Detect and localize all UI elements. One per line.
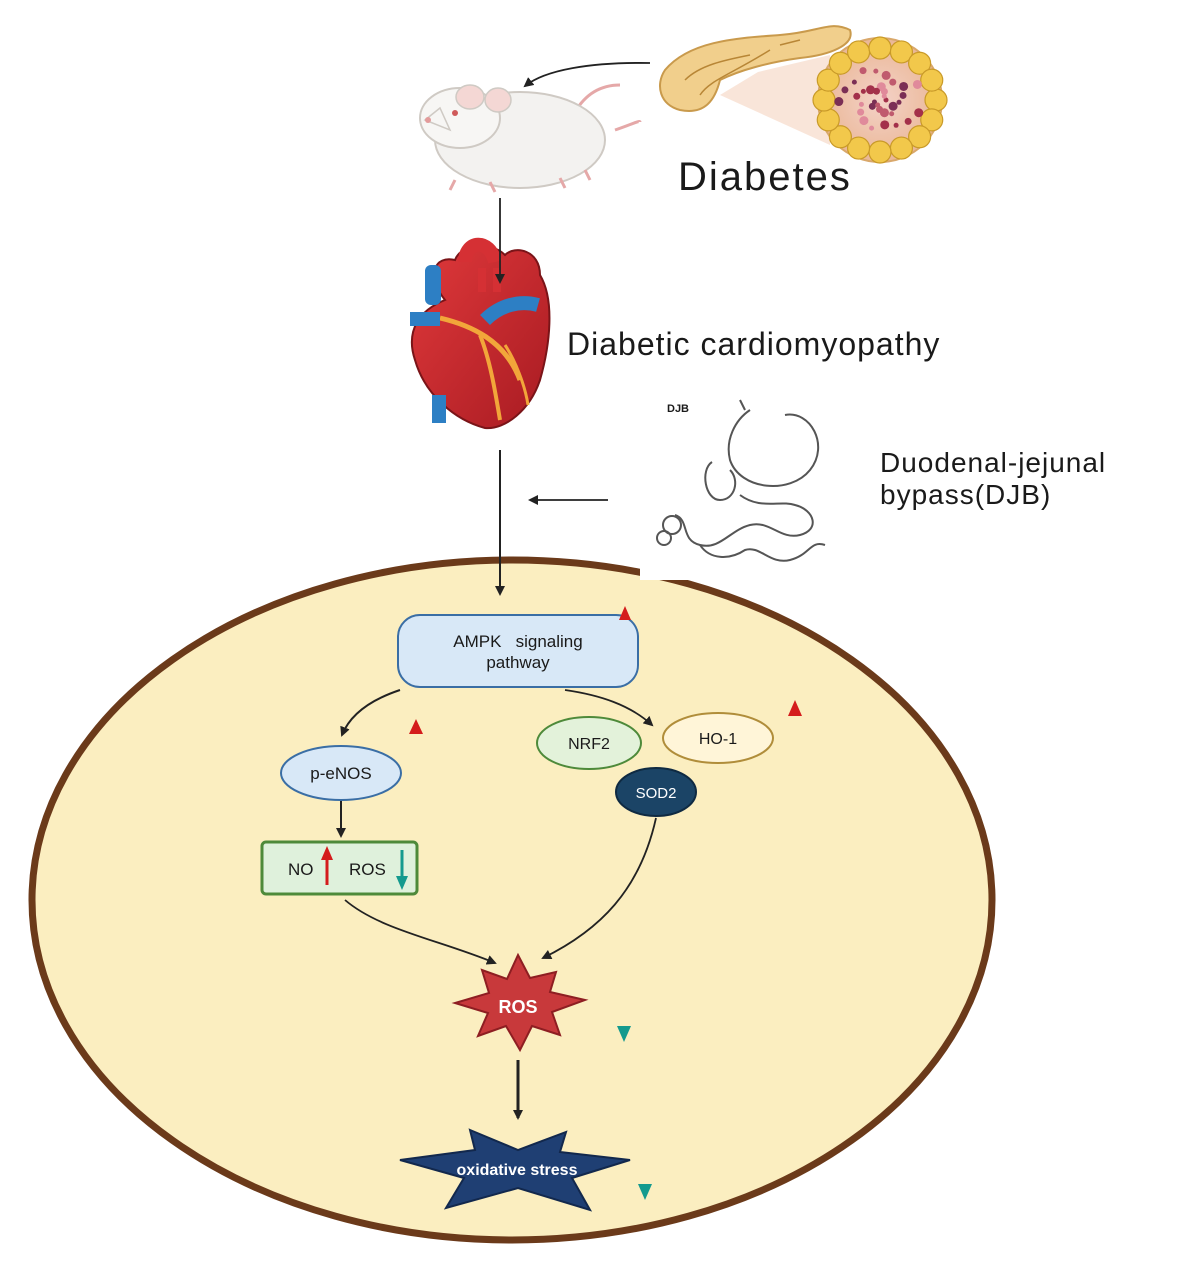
islet-cell [857, 108, 865, 116]
p-enos-label: p-eNOS [310, 764, 371, 783]
djb-tag-label: DJB [667, 403, 689, 415]
ho1-node [662, 712, 774, 764]
arrow-pancreas-to-rat [523, 62, 651, 88]
sod2-label: SOD2 [636, 785, 677, 802]
islet-cell [872, 87, 880, 95]
nrf2-label: NRF2 [568, 736, 610, 753]
islet-cells-icon [812, 36, 948, 164]
ampk-node [397, 614, 639, 688]
islet-cell [888, 101, 898, 111]
ampk-label-line1: AMPK signaling [453, 632, 582, 651]
islet-cell [914, 108, 924, 118]
djb-illustration-backdrop [640, 395, 865, 580]
acinar-cell [868, 140, 892, 164]
islet-cell [899, 81, 909, 91]
diabetes-label: Diabetes [678, 155, 852, 199]
islet-cell [873, 68, 879, 74]
islet-cell [876, 105, 884, 113]
acinar-cell [828, 51, 853, 75]
heart-icon [410, 237, 551, 430]
djb-label-line1: Duodenal-jejunal [880, 447, 1106, 478]
acinar-cell [907, 125, 932, 149]
islet-cell [858, 101, 864, 107]
acinar-cell [846, 136, 871, 160]
ho1-label: HO-1 [699, 731, 737, 748]
islet-cell [889, 111, 895, 117]
islet-cell [834, 97, 844, 107]
acinar-cell [889, 136, 914, 160]
arrow-ampk-to-ho1 [564, 689, 654, 727]
ampk-up-arrow-head [619, 606, 631, 620]
acinar-cell [868, 36, 892, 60]
islet-cell [904, 117, 912, 125]
islet-cell [883, 97, 889, 103]
acinar-cell [920, 108, 944, 132]
islet-cell [899, 91, 907, 99]
acinar-cell [828, 125, 853, 149]
pancreas-icon [659, 25, 852, 112]
islet-cell [871, 99, 877, 105]
islet-cell [841, 86, 849, 94]
islet-cell [859, 67, 867, 75]
stomach-intestine-icon [656, 399, 826, 562]
ros-burst [451, 952, 589, 1053]
rat-icon [419, 83, 642, 193]
islet-cell [893, 122, 899, 128]
djb-label-line2: bypass(DJB) [880, 479, 1051, 510]
islet-cell [912, 79, 922, 89]
oxidative-stress-burst [399, 1128, 631, 1212]
ros-small-down-arrow-head [396, 876, 408, 890]
cardiomyopathy-label: Diabetic cardiomyopathy [567, 326, 940, 362]
arrow-ampk-to-penos [340, 689, 401, 737]
p-enos-node [280, 745, 402, 801]
islet-cell [869, 125, 875, 131]
islet-cell [851, 79, 857, 85]
islet-cell [853, 92, 861, 100]
sod2-node [615, 767, 697, 817]
arrow-no-ros-to-ros [344, 899, 497, 965]
islet-cell [889, 78, 897, 86]
acinar-cell [920, 68, 944, 92]
islet-cell [881, 70, 891, 80]
p-enos-up-arrow-head [409, 719, 423, 734]
acinar-cell [846, 40, 871, 64]
oxidative-stress-label: oxidative stress [457, 1162, 578, 1179]
arrow-sod2-to-ros [541, 817, 657, 959]
islet-cell [875, 102, 881, 108]
acinar-cell [816, 108, 840, 132]
islet-cell [868, 102, 876, 110]
acinar-cell [924, 88, 948, 112]
no-label: NO [288, 860, 314, 879]
islet-cell [859, 116, 869, 126]
acinar-cell [816, 68, 840, 92]
antioxidant-up-arrow-head [788, 700, 802, 716]
ros-burst-label: ROS [498, 997, 537, 1017]
ampk-label-line2: pathway [486, 653, 550, 672]
ros-small-label: ROS [349, 860, 386, 879]
islet-cell [880, 120, 890, 130]
no-ros-box [260, 840, 419, 896]
acinar-cell [812, 88, 836, 112]
nrf2-node [536, 716, 642, 770]
acinar-cell [907, 51, 932, 75]
islet-cell [866, 85, 876, 95]
islet-cell [896, 99, 902, 105]
islet-cell [860, 88, 866, 94]
oxidative-down-arrow-head [638, 1184, 652, 1200]
zoom-wedge [720, 55, 830, 145]
no-up-arrow-head [321, 846, 333, 860]
islet-cell [880, 88, 888, 96]
islet-cell [881, 93, 887, 99]
acinar-cell [889, 40, 914, 64]
ros-down-arrow-head [617, 1026, 631, 1042]
